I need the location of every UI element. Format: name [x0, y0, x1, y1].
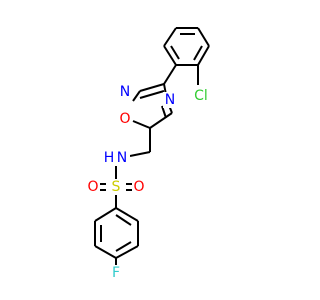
svg-text:H: H: [104, 150, 115, 166]
bond: [94, 207, 117, 222]
bonds: [94, 27, 210, 266]
sulfonyl-oxygen-atom: O: [132, 179, 146, 195]
ring-nitrogen-atom: N: [163, 92, 177, 108]
svg-text:Cl: Cl: [194, 88, 208, 104]
fluorine-atom: F: [109, 265, 123, 281]
bond: [149, 112, 173, 129]
ring-oxygen-atom: O: [118, 111, 132, 127]
bond: [115, 207, 139, 222]
molecule-structure: Cl N N O H N O S O: [86, 27, 212, 281]
bond: [139, 83, 165, 92]
svg-text:O: O: [119, 111, 130, 127]
sulfur-atom: S: [109, 179, 123, 195]
bond: [161, 105, 167, 119]
chlorine-atom: Cl: [190, 88, 212, 104]
svg-text:O: O: [87, 179, 98, 195]
svg-text:F: F: [112, 265, 120, 281]
svg-text:N: N: [165, 92, 175, 108]
svg-text:O: O: [133, 179, 144, 195]
ring-nitrogen-atom: N: [118, 84, 132, 100]
bond: [163, 27, 177, 47]
bond: [163, 45, 177, 66]
bond: [197, 45, 210, 66]
bond: [129, 151, 151, 157]
bond: [170, 45, 180, 60]
svg-text:N: N: [117, 150, 127, 166]
bond: [94, 245, 117, 259]
bond: [115, 241, 132, 252]
bond: [139, 90, 165, 99]
bond: [197, 27, 210, 47]
atom-labels: Cl N N O H N O S O: [86, 84, 212, 281]
sulfonyl-oxygen-atom: O: [86, 179, 100, 195]
bond: [193, 45, 203, 61]
bond: [163, 64, 177, 85]
bond: [115, 245, 139, 259]
bond: [115, 214, 132, 226]
bond: [132, 120, 151, 129]
structure-canvas: Cl N N O H N O S O: [86, 27, 212, 281]
bond: [132, 90, 141, 102]
svg-text:S: S: [112, 179, 121, 195]
amide-nitrogen-atom: H N: [102, 150, 130, 166]
svg-text:N: N: [120, 84, 130, 100]
